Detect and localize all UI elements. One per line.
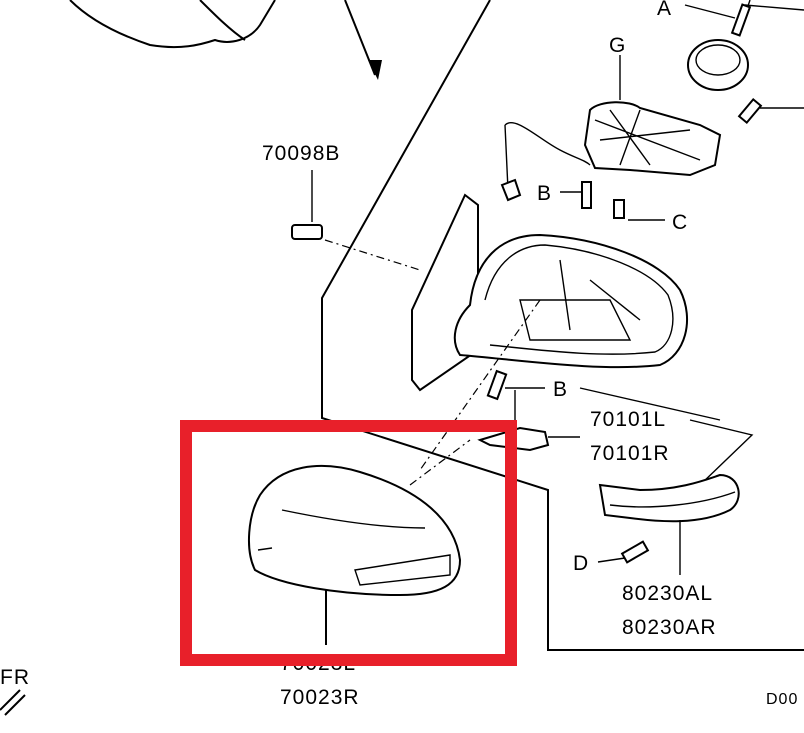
- label-b: B: [553, 378, 568, 401]
- screw-c: [613, 199, 625, 219]
- screw-d: [620, 540, 650, 564]
- label-70101l: 70101L: [590, 408, 666, 431]
- bolt-70098b: [291, 224, 323, 240]
- label-80230ar: 80230AR: [622, 616, 717, 639]
- diagram-code: D00: [766, 691, 798, 708]
- label-g: G: [609, 34, 626, 57]
- turn-signal-lamp: [598, 473, 740, 523]
- mirror-housing: [453, 233, 689, 369]
- label-70023r: 70023R: [280, 686, 360, 709]
- arrow-head: [368, 60, 382, 80]
- label-d: D: [573, 552, 589, 575]
- screw-b2: [486, 369, 508, 401]
- highlight-box: [180, 420, 517, 666]
- label-b: B: [537, 182, 552, 205]
- label-c: C: [672, 211, 688, 234]
- label-a: A: [657, 0, 672, 20]
- label-70098b: 70098B: [262, 142, 340, 165]
- mirror-motor-assembly: [500, 39, 749, 202]
- frame-line: [321, 0, 804, 651]
- label-70101r: 70101R: [590, 442, 670, 465]
- screw-b: [581, 181, 592, 209]
- vehicle-outline: [69, 0, 276, 49]
- screw: [737, 97, 763, 125]
- fr-arrow: [0, 689, 26, 716]
- mirror-cover: [248, 465, 462, 597]
- mirror-glass: [411, 193, 479, 392]
- label-80230al: 80230AL: [622, 582, 713, 605]
- screw-a: [730, 3, 752, 37]
- label-fr: FR: [0, 666, 30, 689]
